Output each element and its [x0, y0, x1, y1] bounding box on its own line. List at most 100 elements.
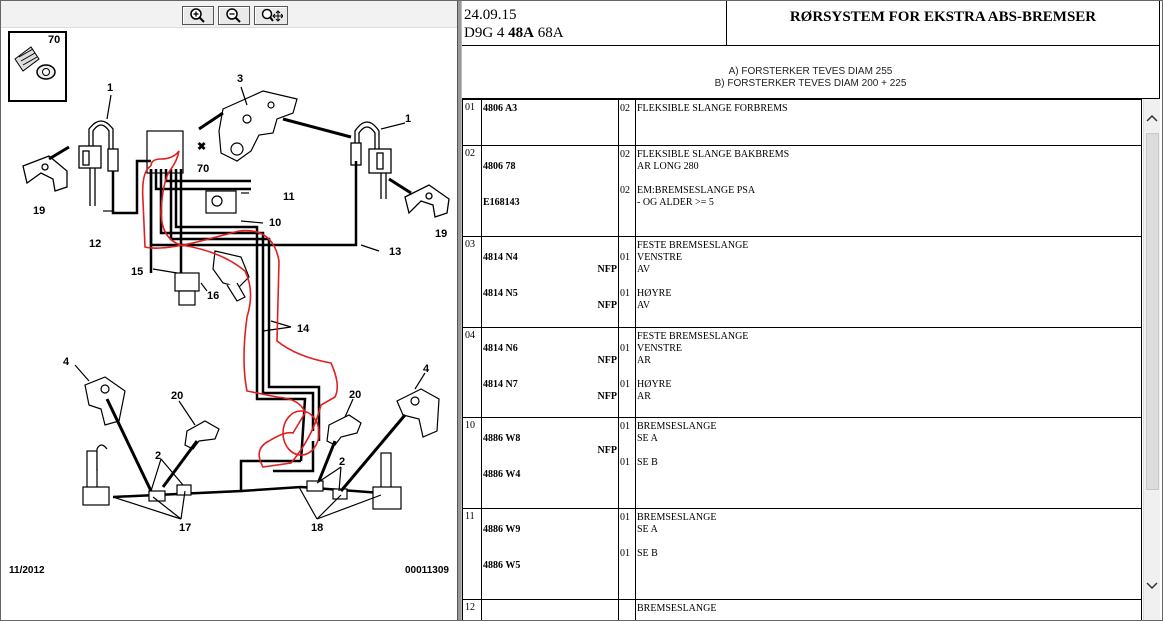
spacer: [482, 149, 618, 161]
description-line: FLEKSIBLE SLANGE BAKBREMS: [637, 149, 790, 160]
quantity: 01: [620, 252, 630, 263]
scrollbar-thumb[interactable]: [1146, 133, 1159, 490]
clip-20-right: [326, 414, 362, 446]
row-number: 01: [465, 102, 475, 113]
variant-b: B) FORSTERKER TEVES DIAM 200 + 225: [714, 78, 907, 89]
description-line: FLEKSIBLE SLANGE FORBREMS: [637, 103, 788, 114]
description-line: SE B: [637, 457, 658, 468]
spacer: [636, 536, 1141, 548]
callout-12: 12: [89, 238, 101, 250]
part-reference[interactable]: E168143: [483, 197, 520, 208]
vertical-scrollbar[interactable]: [1143, 99, 1160, 620]
description-line: VENSTRE: [637, 343, 682, 354]
drawing-number: 00011309: [405, 565, 449, 576]
bolt-icon: [14, 46, 56, 80]
description-line: AV: [637, 300, 651, 311]
bracket-3: [218, 90, 298, 162]
callout-14: 14: [297, 323, 310, 335]
callout-11: 11: [283, 191, 295, 203]
diagram-pane: 70: [1, 1, 457, 620]
spacer: [619, 300, 635, 312]
cross-icon: ✖: [197, 141, 206, 153]
spacer: [619, 276, 635, 288]
spacer: [482, 548, 618, 560]
parts-table-row[interactable]: 01 4806 A3 02 FLEKSIBLE SLANGE FORBREMS: [462, 99, 1142, 146]
code-prefix: D9G 4: [464, 25, 509, 41]
part-reference[interactable]: 4886 W8: [483, 433, 521, 444]
reference-cell: 4886 W9 4886 W5: [481, 508, 619, 600]
part-reference[interactable]: 4886 W4: [483, 469, 521, 480]
nfp-flag: [482, 481, 618, 493]
row-number: 02: [465, 148, 475, 159]
spacer: [619, 391, 635, 403]
scroll-up-icon[interactable]: [1144, 109, 1160, 127]
part-reference[interactable]: [482, 603, 618, 615]
description-line: SE B: [637, 548, 658, 559]
spacer: [619, 536, 635, 548]
code-bold: 48A: [508, 25, 535, 41]
description-line: VENSTRE: [637, 252, 682, 263]
quantity: 02: [620, 103, 630, 114]
callout-19-left: 19: [33, 205, 45, 217]
part-reference[interactable]: 4886 W5: [483, 560, 521, 571]
red-annotation: [141, 150, 339, 468]
parts-table-container: 01 4806 A3 02 FLEKSIBLE SLANGE FORBREMS 02 48…: [462, 99, 1143, 620]
description-line: BREMSESLANGE: [637, 512, 717, 523]
magnifier-move-icon: [261, 8, 283, 22]
quantity-cell: [618, 599, 636, 620]
spacer: [619, 240, 635, 252]
callout-4-right: 4: [423, 363, 430, 375]
callout-13: 13: [389, 246, 401, 258]
part-reference[interactable]: 4814 N7: [483, 379, 518, 390]
part-reference[interactable]: 4806 78: [483, 161, 516, 172]
zoom-out-button[interactable]: [218, 6, 250, 25]
description-line: HØYRE: [637, 379, 672, 390]
callout-2-left: 2: [155, 450, 161, 462]
spacer: [619, 173, 635, 185]
part-reference[interactable]: 4806 A3: [483, 103, 518, 114]
row-number-cell: 01: [462, 99, 482, 146]
scroll-down-icon[interactable]: [1144, 577, 1160, 595]
connector-15: [174, 272, 200, 306]
zoom-in-button[interactable]: [182, 6, 214, 25]
header-code: D9G 4 48A 68A: [464, 25, 564, 42]
zoom-pan-button[interactable]: [254, 6, 288, 25]
variant-a: A) FORSTERKER TEVES DIAM 255: [728, 66, 893, 77]
callout-70: 70: [197, 163, 209, 175]
description-line: AR: [637, 391, 651, 402]
row-number-cell: 10: [462, 417, 482, 509]
front-hose-right: [350, 121, 392, 199]
row-number-cell: 12: [462, 599, 482, 620]
spacer: [619, 331, 635, 343]
exploded-view-diagram: 70: [8, 31, 450, 576]
magnifier-minus-icon: [226, 8, 241, 23]
quantity: 01: [620, 512, 630, 523]
row-number: 12: [465, 602, 475, 613]
callout-15: 15: [131, 266, 143, 278]
part-reference[interactable]: 4814 N4: [483, 252, 518, 263]
callout-1-right: 1: [405, 113, 411, 125]
callout-2-right: 2: [339, 456, 345, 468]
bracket-19-right: [404, 184, 450, 218]
zoom-toolbar: [1, 1, 457, 28]
part-reference[interactable]: 4886 W9: [483, 524, 521, 535]
front-hose-left: [78, 120, 119, 206]
pane-splitter[interactable]: [457, 1, 462, 620]
description-line: EM:BREMSESLANGE PSA: [637, 185, 756, 196]
part-reference[interactable]: 4814 N5: [483, 288, 518, 299]
part-reference[interactable]: 4814 N6: [483, 343, 518, 354]
